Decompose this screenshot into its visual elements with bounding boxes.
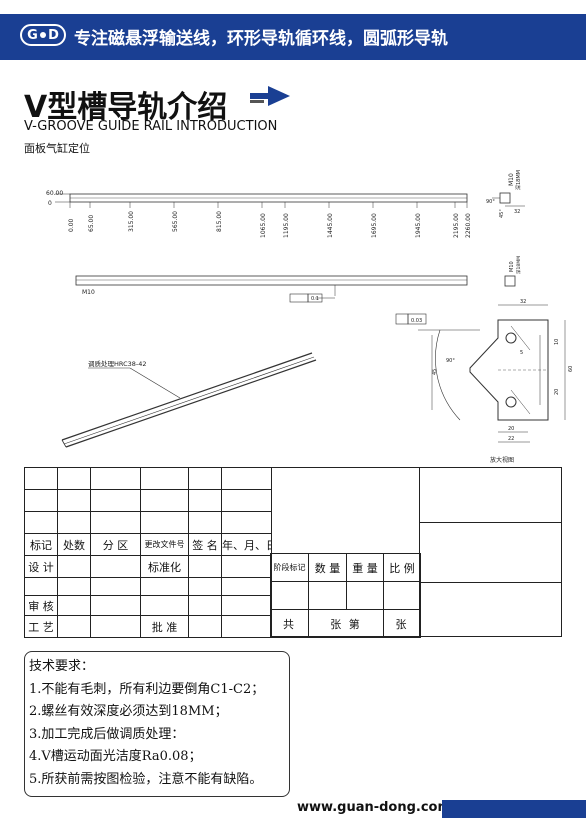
cell-count: 处数 xyxy=(57,533,91,556)
cell-sheets-total: 共 xyxy=(270,609,309,638)
cell-scale: 比 例 xyxy=(383,553,421,582)
cell-sheets: 张 第 xyxy=(308,609,384,638)
section-dim-20a: 20 xyxy=(508,426,514,432)
page-subtitle-en: V-GROOVE GUIDE RAIL INTRODUCTION xyxy=(24,119,278,134)
dim-0: 0 xyxy=(48,200,52,207)
cell-stage: 阶段标记 xyxy=(270,553,309,582)
end-view-angle: 90° xyxy=(486,199,495,205)
end-view-32: 32 xyxy=(514,209,520,215)
website-link[interactable]: www.guan-dong.com xyxy=(297,800,452,815)
dim-label: 65.00 xyxy=(88,215,95,232)
flatness-value: 0.1 xyxy=(311,296,319,302)
rail-section-view xyxy=(469,319,549,421)
cell-approve: 批 准 xyxy=(140,615,189,638)
cell-weight: 重 量 xyxy=(346,553,384,582)
logo-dot xyxy=(39,32,46,38)
title-block-divider-2 xyxy=(420,582,562,583)
side-view-thread: M10 xyxy=(82,289,95,296)
title-block-divider-1 xyxy=(420,522,562,523)
cell-standard: 标准化 xyxy=(140,555,189,578)
dim-label: 2195.00 xyxy=(453,213,460,238)
banner-slogan: 专注磁悬浮输送线，环形导轨循环线，圆弧形导轨 xyxy=(74,29,448,49)
cell-review: 审 核 xyxy=(24,595,58,616)
cell-zone: 分 区 xyxy=(90,533,141,556)
side-end-thread: M10 xyxy=(509,261,515,272)
logo-letter-g: G xyxy=(27,27,38,43)
section-dim-60: 60 xyxy=(568,366,574,372)
page-title: V型槽导轨介绍 xyxy=(24,90,228,125)
section-dim-5: 5 xyxy=(520,350,523,356)
cell-craft: 工 艺 xyxy=(24,615,58,638)
section-label: 面板气缸定位 xyxy=(24,142,90,155)
parallel-tolerance: 0.03 xyxy=(411,318,422,324)
end-view-45: 45° xyxy=(499,209,505,218)
top-banner xyxy=(0,14,586,60)
dim-label: 1065.00 xyxy=(260,213,267,238)
dim-label: 1445.00 xyxy=(327,213,334,238)
technical-drawing: 60.00 0 0.00 65.00 315.00 565.00 815.00 … xyxy=(46,170,574,464)
section-dim-10: 10 xyxy=(554,339,560,345)
arrow-right-icon xyxy=(250,86,290,106)
technical-requirements: 技术要求： 1.不能有毛刺，所有利边要倒角C1-C2； 2.螺丝有效深度必须达到… xyxy=(24,651,290,797)
cell-change-doc: 更改文件号 xyxy=(140,533,189,556)
section-angle-90: 90° xyxy=(446,358,455,364)
enlarged-view-caption: 放大视图 xyxy=(490,456,514,464)
end-view-thread: M10 xyxy=(508,173,515,186)
dim-label: 2260.00 xyxy=(465,213,472,238)
iso-heat-treatment-note: 调质处理HRC38-42 xyxy=(88,359,147,368)
cell-mark: 标记 xyxy=(24,533,58,556)
cell-quantity: 数 量 xyxy=(308,553,347,582)
dim-label: 1945.00 xyxy=(415,213,422,238)
company-logo: G D xyxy=(20,24,66,46)
cell-design: 设 计 xyxy=(24,555,58,578)
title-block-left: 标记 处数 分 区 更改文件号 签 名 年、月、日 设 计 标准化 审 核 工 … xyxy=(24,467,272,638)
section-dim-32: 32 xyxy=(520,299,526,305)
dim-label: 1695.00 xyxy=(371,213,378,238)
rail-isometric xyxy=(61,352,317,448)
section-dim-22: 22 xyxy=(508,436,514,442)
dim-label: 815.00 xyxy=(216,211,223,232)
tech-item: 2.螺丝有效深度必须达到18MM； xyxy=(29,704,228,720)
tech-item: 4.V槽运动面光洁度Ra0.08； xyxy=(29,749,202,765)
cell-date: 年、月、日 xyxy=(221,533,272,556)
title-block-stage: 阶段标记 数 量 重 量 比 例 共 张 第 张 xyxy=(270,553,421,638)
cell-sign: 签 名 xyxy=(188,533,222,556)
footer-accent xyxy=(442,800,586,818)
title-block-right xyxy=(420,467,562,637)
tech-heading: 技术要求： xyxy=(29,659,95,674)
tech-item: 1.不能有毛刺，所有利边要倒角C1-C2； xyxy=(29,681,265,697)
dim-label: 1195.00 xyxy=(283,213,290,238)
tech-item: 5.所获前需按图检验，注意不能有缺陷。 xyxy=(29,771,263,787)
end-view-depth: 深18MM xyxy=(515,170,522,190)
dim-label: 565.00 xyxy=(172,211,179,232)
side-end-depth: 深18MM xyxy=(515,256,522,274)
tech-item: 3.加工完成后做调质处理： xyxy=(29,726,185,742)
dim-label: 0.00 xyxy=(68,218,75,232)
dim-label: 315.00 xyxy=(128,211,135,232)
section-dim-20b: 20 xyxy=(554,389,560,395)
dim-60: 60.00 xyxy=(46,190,63,197)
top-dim-labels: 0.00 65.00 315.00 565.00 815.00 1065.00 … xyxy=(68,211,472,238)
logo-letter-d: D xyxy=(48,27,59,43)
section-dim-45: 45 xyxy=(432,369,438,375)
cell-sheet-unit: 张 xyxy=(383,609,421,638)
